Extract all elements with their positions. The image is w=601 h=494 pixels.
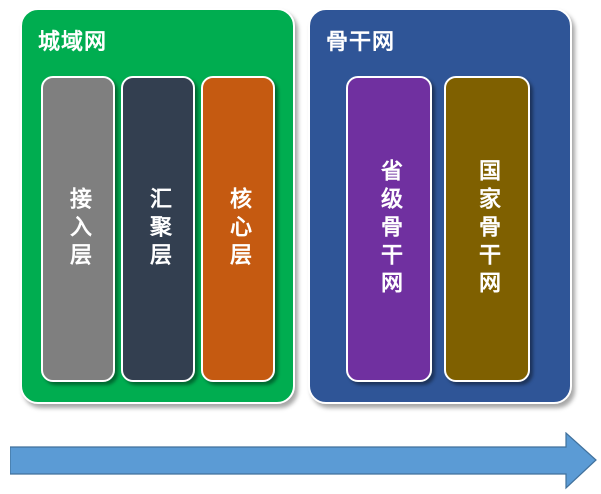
backbone-network-title: 骨干网 bbox=[326, 30, 396, 55]
metro-network-group: 城域网 接入层 汇聚层 核心层 bbox=[20, 8, 295, 404]
right-arrow-icon bbox=[10, 432, 597, 490]
backbone-network-group: 骨干网 省级骨干网 国家骨干网 bbox=[308, 8, 572, 404]
aggregation-layer-label: 汇聚层 bbox=[146, 187, 171, 271]
national-backbone-label: 国家骨干网 bbox=[475, 159, 500, 299]
provincial-backbone-box: 省级骨干网 bbox=[346, 76, 432, 382]
access-layer-label: 接入层 bbox=[66, 187, 91, 271]
aggregation-layer-box: 汇聚层 bbox=[121, 76, 195, 382]
core-layer-box: 核心层 bbox=[201, 76, 275, 382]
provincial-backbone-label: 省级骨干网 bbox=[377, 159, 402, 299]
core-layer-label: 核心层 bbox=[226, 187, 251, 271]
national-backbone-box: 国家骨干网 bbox=[444, 76, 530, 382]
access-layer-box: 接入层 bbox=[41, 76, 115, 382]
metro-network-title: 城域网 bbox=[38, 30, 108, 55]
